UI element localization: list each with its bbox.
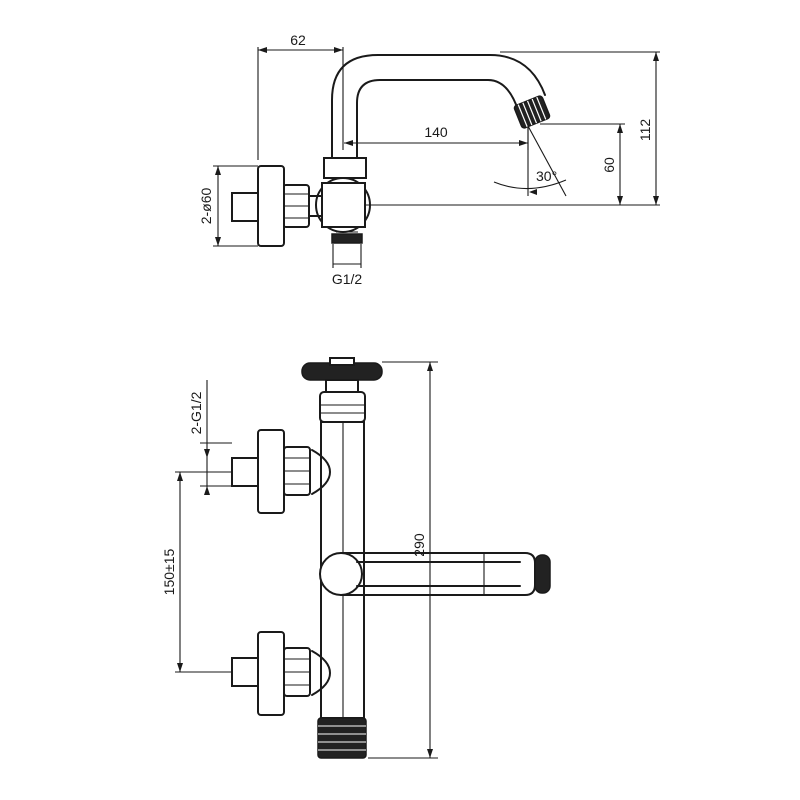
dim-inlet-spacing: 150±15 [161,548,177,595]
spout-collar [323,157,367,179]
inlet-stub [231,192,259,222]
outlet-thread [331,233,363,244]
cartridge-cap [319,391,366,423]
aerator-front-icon [534,554,551,594]
dim-flange-dia: 2-ø60 [198,188,214,225]
diverter-thread [317,717,367,759]
dim-height-spout: 60 [601,157,617,173]
lower-inlet [231,631,331,716]
upper-inlet [231,429,331,514]
front-view: 2-G1/2 150±15 290 [161,357,551,759]
spout-front [319,552,551,596]
dim-height-total: 112 [637,119,653,142]
aerator-icon [513,95,551,129]
dim-angle: 30° [536,168,557,184]
spout [331,54,551,161]
dim-outlet-thread: G1/2 [332,271,363,287]
dim-reach: 140 [424,124,448,140]
side-view: 62 140 30° 60 112 2-ø60 [198,32,660,287]
dim-inlet-thread: 2-G1/2 [188,391,204,434]
dim-top-width: 62 [290,32,306,48]
dim-overall-height: 290 [411,533,427,557]
wall-flange [257,165,285,247]
